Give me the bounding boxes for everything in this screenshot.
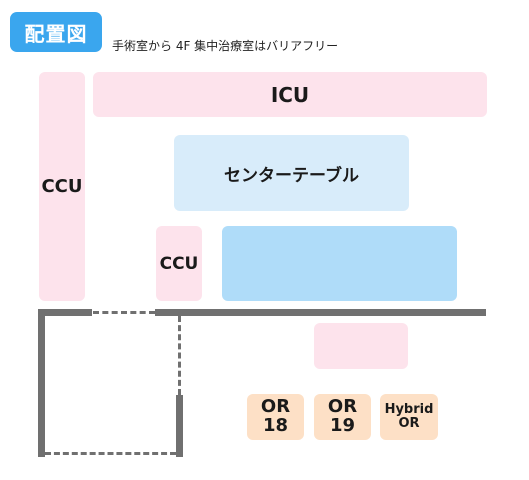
- pink-room-small: [314, 323, 408, 369]
- wall-right-vertical: [176, 395, 183, 457]
- icu-label: ICU: [270, 82, 310, 107]
- subtitle: 手術室から 4F 集中治療室はバリアフリー: [112, 39, 339, 53]
- icu-room: ICU: [93, 72, 487, 117]
- or-19-room: OR 19: [314, 394, 371, 440]
- or19-label-line2: 19: [329, 415, 356, 436]
- blue-area: [222, 226, 457, 301]
- dashed-line-bottom: [45, 452, 176, 455]
- or18-label-line2: 18: [262, 415, 289, 436]
- ccu-left-label: CCU: [41, 176, 83, 197]
- layout-badge: 配置図: [10, 12, 102, 52]
- wall-main: [155, 309, 486, 316]
- or18-label-line1: OR: [260, 396, 291, 418]
- wall-left-vertical: [38, 309, 45, 457]
- hybrid-label-line1: Hybrid: [384, 402, 434, 418]
- ccu-room-left: CCU: [39, 72, 85, 301]
- hybrid-label-line2: OR: [398, 416, 420, 431]
- center-table-label: センターテーブル: [224, 165, 359, 186]
- or-18-room: OR 18: [247, 394, 304, 440]
- or19-label-line1: OR: [327, 396, 358, 418]
- wall-left-top: [38, 309, 92, 316]
- ccu-room-small: CCU: [156, 226, 202, 301]
- dashed-line-right: [178, 316, 181, 395]
- dashed-line-top: [93, 311, 155, 314]
- ccu-small-label: CCU: [159, 253, 199, 274]
- hybrid-or-room: Hybrid OR: [380, 394, 438, 440]
- center-table: センターテーブル: [174, 135, 409, 211]
